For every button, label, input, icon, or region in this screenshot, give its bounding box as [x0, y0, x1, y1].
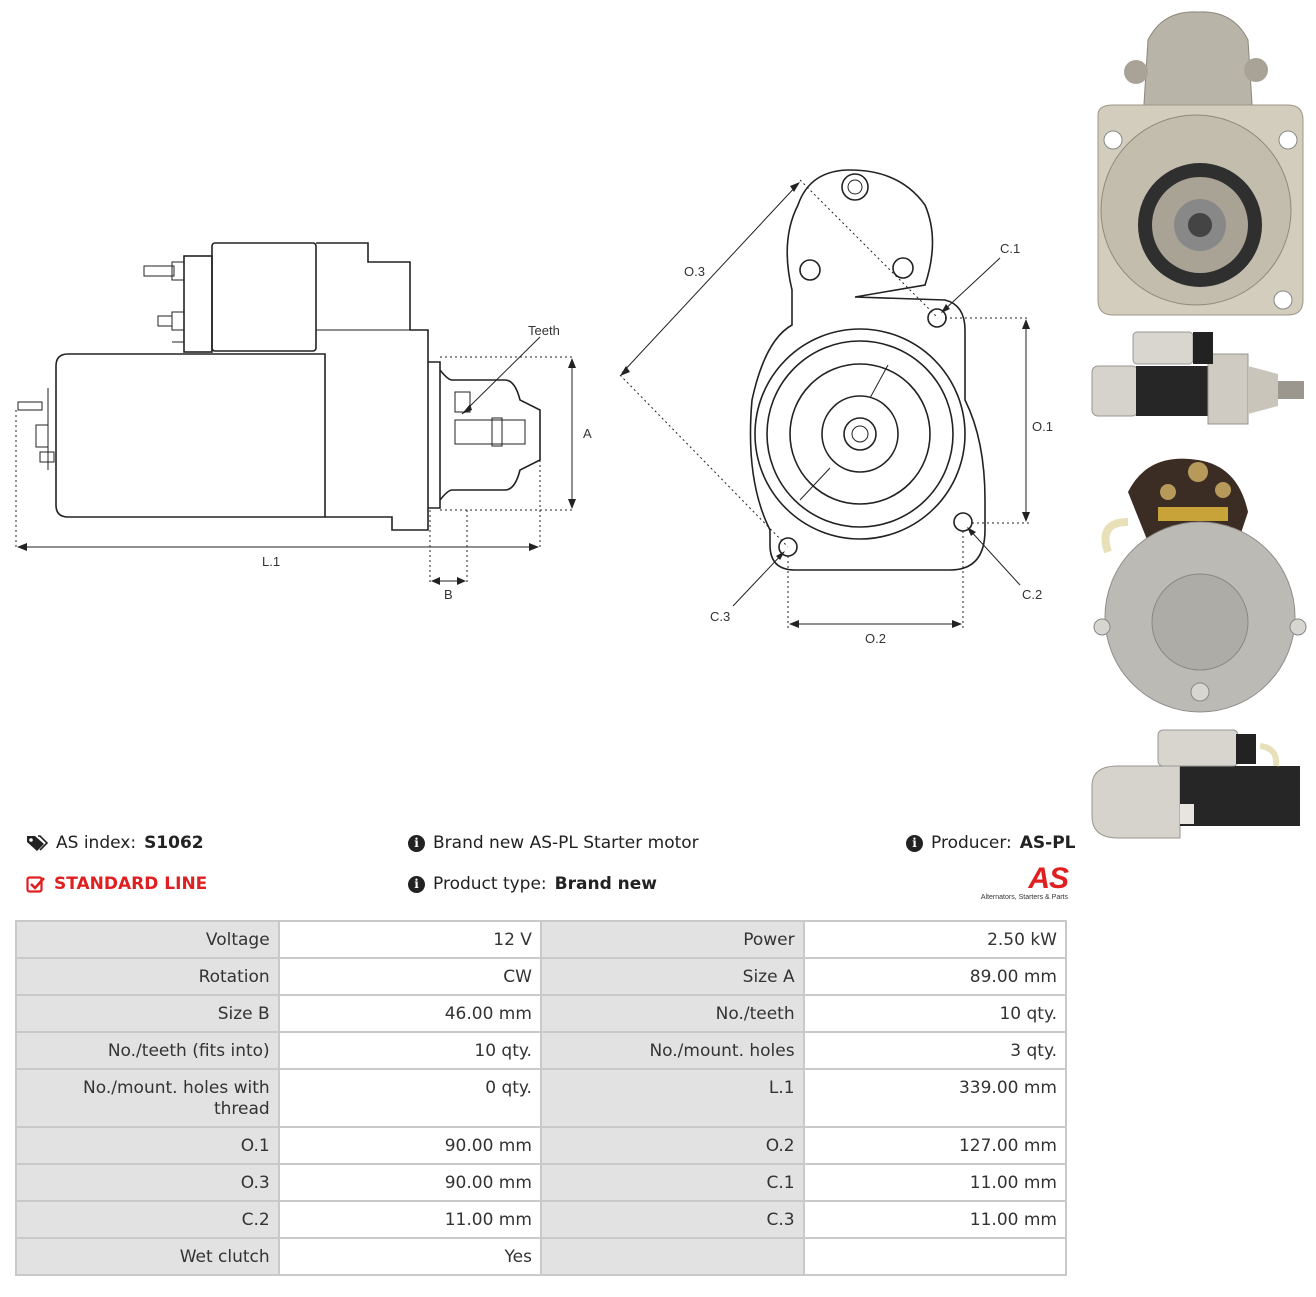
spec-value	[802, 1237, 1068, 1276]
side-view-drawing: Teeth A L.1 B	[15, 242, 592, 602]
table-row: O.3 90.00 mm C.1 11.00 mm	[15, 1163, 1068, 1202]
producer-label: Producer:	[931, 833, 1012, 853]
check-square-icon	[26, 876, 45, 893]
table-row: Size B 46.00 mm No./teeth 10 qty.	[15, 994, 1068, 1033]
table-row: Voltage 12 V Power 2.50 kW	[15, 920, 1068, 959]
spec-value: 3 qty.	[802, 1031, 1068, 1070]
label-o1: O.1	[1032, 419, 1053, 434]
label-a: A	[583, 426, 592, 441]
table-row: Rotation CW Size A 89.00 mm	[15, 957, 1068, 996]
spec-key: No./teeth (fits into)	[15, 1031, 280, 1070]
producer-row: i Producer: AS-PL	[906, 833, 1076, 853]
info-icon: i	[906, 834, 923, 852]
spec-key: C.3	[539, 1200, 805, 1239]
front-view-drawing: O.3 C.1 O.1 C.2 C.3 O.2	[619, 169, 1053, 646]
label-l1: L.1	[262, 554, 280, 569]
info-icon: i	[408, 875, 425, 893]
label-o3: O.3	[684, 264, 705, 279]
spec-value: CW	[277, 957, 542, 996]
spec-key: Wet clutch	[15, 1237, 280, 1276]
spec-key: O.1	[15, 1126, 280, 1165]
product-type-label: Product type:	[433, 874, 547, 894]
info-icon: i	[408, 834, 425, 852]
table-row: No./mount. holes with thread 0 qty. L.1 …	[15, 1068, 1068, 1128]
spec-key: No./mount. holes	[539, 1031, 805, 1070]
spec-key: No./teeth	[539, 994, 805, 1033]
product-description: Brand new AS-PL Starter motor	[433, 833, 699, 853]
spec-value: 0 qty.	[277, 1068, 542, 1128]
spec-key: Size B	[15, 994, 280, 1033]
standard-line-label: STANDARD LINE	[54, 874, 208, 894]
product-photo-front	[1097, 11, 1304, 316]
brand-logo-tagline: Alternators, Starters & Parts	[980, 894, 1068, 901]
spec-key: Power	[539, 920, 805, 959]
technical-drawing: Teeth A L.1 B	[15, 169, 1053, 646]
spec-key: Size A	[539, 957, 805, 996]
product-photo-top	[1091, 729, 1300, 839]
spec-value: 127.00 mm	[802, 1126, 1068, 1165]
label-c3: C.3	[710, 609, 730, 624]
tags-icon	[27, 835, 48, 851]
label-o2: O.2	[865, 631, 886, 646]
spec-value: 11.00 mm	[802, 1200, 1068, 1239]
spec-key: Rotation	[15, 957, 280, 996]
brand-logo: AS Alternators, Starters & Parts	[962, 862, 1069, 902]
product-type-row: i Product type: Brand new	[408, 874, 657, 894]
spec-key: C.2	[15, 1200, 280, 1239]
spec-value: 2.50 kW	[802, 920, 1068, 959]
table-row: Wet clutch Yes	[15, 1237, 1068, 1276]
spec-value: 10 qty.	[802, 994, 1068, 1033]
description-row: i Brand new AS-PL Starter motor	[408, 833, 699, 853]
spec-value: 12 V	[277, 920, 542, 959]
spec-key: L.1	[539, 1068, 805, 1128]
specs-table: Voltage 12 V Power 2.50 kW Rotation CW S…	[15, 920, 1068, 1276]
spec-value: 46.00 mm	[277, 994, 542, 1033]
as-index-label: AS index:	[56, 833, 137, 853]
label-c2: C.2	[1022, 587, 1042, 602]
spec-value: Yes	[277, 1237, 542, 1276]
label-c1: C.1	[1000, 241, 1020, 256]
producer-value: AS-PL	[1019, 833, 1076, 853]
table-row: No./teeth (fits into) 10 qty. No./mount.…	[15, 1031, 1068, 1070]
product-photo-side	[1091, 331, 1304, 425]
spec-value: 10 qty.	[277, 1031, 542, 1070]
spec-key: C.1	[539, 1163, 805, 1202]
product-photo-rear	[1093, 458, 1307, 713]
spec-value: 90.00 mm	[277, 1126, 542, 1165]
spec-value: 11.00 mm	[277, 1200, 542, 1239]
brand-logo-text: AS	[1028, 862, 1069, 895]
spec-key: Voltage	[15, 920, 280, 959]
spec-value: 90.00 mm	[277, 1163, 542, 1202]
spec-key: O.3	[15, 1163, 280, 1202]
spec-value: 89.00 mm	[802, 957, 1068, 996]
table-row: O.1 90.00 mm O.2 127.00 mm	[15, 1126, 1068, 1165]
label-teeth: Teeth	[528, 323, 560, 338]
as-index-row: AS index: S1062	[26, 833, 204, 853]
table-row: C.2 11.00 mm C.3 11.00 mm	[15, 1200, 1068, 1239]
product-type-value: Brand new	[554, 874, 657, 894]
as-index-value: S1062	[144, 833, 204, 853]
spec-key: No./mount. holes with thread	[15, 1068, 280, 1128]
standard-line-row: STANDARD LINE	[26, 874, 207, 894]
label-b: B	[444, 587, 453, 602]
spec-key: O.2	[539, 1126, 805, 1165]
spec-value: 11.00 mm	[802, 1163, 1068, 1202]
spec-key	[539, 1237, 805, 1276]
spec-value: 339.00 mm	[802, 1068, 1068, 1128]
